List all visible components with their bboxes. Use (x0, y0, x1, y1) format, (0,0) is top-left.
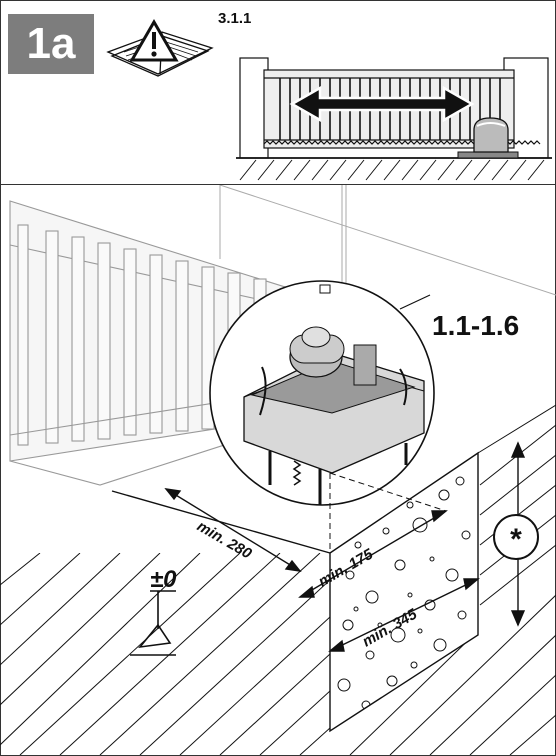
installation-illustration: min. 280 min. 175 (0, 185, 556, 755)
ground-level-label: ±0 (150, 566, 177, 593)
step-badge: 1a (8, 14, 94, 74)
depth-marker: * (493, 514, 539, 560)
detail-reference: 1.1-1.6 (432, 310, 520, 341)
sliding-gate-icon (236, 57, 552, 181)
gate-motor-icon (457, 117, 519, 159)
manual-warning-icon (106, 19, 214, 77)
section-divider (0, 184, 556, 185)
warning-reference: 3.1.1 (218, 10, 252, 27)
bidirectional-arrow-icon (289, 85, 475, 123)
